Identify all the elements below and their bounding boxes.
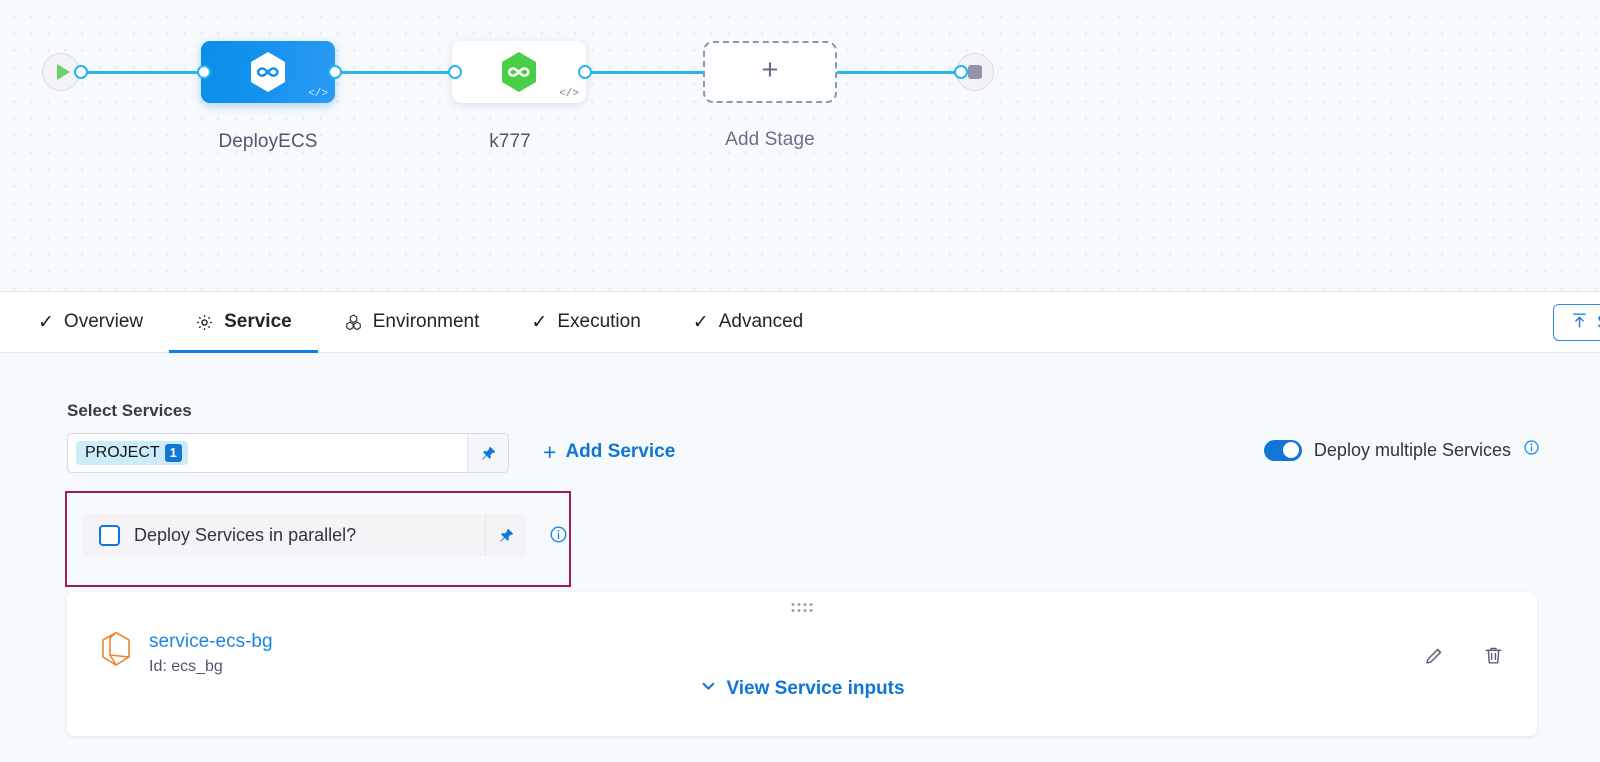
check-icon: ✓: [38, 311, 54, 333]
gear-icon: [195, 313, 214, 332]
chip-count-badge: 1: [164, 443, 182, 463]
chevron-down-icon: [699, 677, 717, 701]
service-identity: service-ecs-bg Id: ecs_bg: [99, 630, 273, 676]
service-card-actions: [1423, 644, 1505, 667]
service-id-text: Id: ecs_bg: [149, 657, 223, 675]
tab-environment[interactable]: Environment: [318, 292, 506, 352]
port-k777-in[interactable]: [448, 65, 462, 79]
pin-icon: [481, 446, 495, 460]
edge-addstage-to-end: [828, 71, 958, 74]
deploy-parallel-checkbox[interactable]: [99, 524, 120, 546]
trash-icon[interactable]: [1482, 644, 1505, 667]
tab-service[interactable]: Service: [169, 292, 318, 353]
edge-start-to-deployecs: [78, 71, 206, 74]
deploy-parallel-pin-button[interactable]: [485, 514, 526, 556]
port-k777-out[interactable]: [578, 65, 592, 79]
info-icon[interactable]: [549, 525, 568, 549]
info-icon[interactable]: [1523, 439, 1540, 461]
stage-node-deployecs[interactable]: </>: [201, 41, 335, 103]
add-service-button[interactable]: + Add Service: [543, 438, 676, 465]
view-service-inputs-button[interactable]: View Service inputs: [699, 677, 905, 701]
edge-deployecs-to-k777: [332, 71, 457, 74]
service-name-link[interactable]: service-ecs-bg: [149, 631, 273, 652]
plus-icon: +: [543, 438, 557, 465]
view-service-inputs-label: View Service inputs: [726, 678, 905, 699]
code-view-icon[interactable]: </>: [559, 88, 579, 100]
select-services-input[interactable]: PROJECT 1: [68, 434, 467, 472]
select-services-label: Select Services: [67, 401, 192, 420]
save-as-template-button[interactable]: S: [1552, 304, 1600, 341]
play-icon: [56, 64, 70, 80]
pipeline-start-node[interactable]: [42, 53, 80, 91]
tab-execution[interactable]: ✓ Execution: [505, 292, 666, 352]
selected-scope-chip[interactable]: PROJECT 1: [76, 440, 188, 466]
add-stage-button[interactable]: +: [703, 41, 837, 103]
hexagon-trio-icon: [344, 313, 363, 332]
port-start-out[interactable]: [74, 65, 88, 79]
service-cube-icon: [102, 631, 130, 666]
save-as-template-icon: [1570, 311, 1589, 335]
deploy-parallel-label: Deploy Services in parallel?: [134, 524, 357, 545]
tab-label: Service: [224, 311, 292, 332]
tab-label: Environment: [372, 311, 480, 332]
harness-hexagon-infinity-icon: [251, 52, 285, 92]
drag-handle-icon[interactable]: [791, 603, 813, 612]
deploy-parallel-highlight: Deploy Services in parallel?: [65, 491, 571, 587]
pencil-icon[interactable]: [1423, 644, 1446, 667]
service-card: service-ecs-bg Id: ecs_bg: [67, 592, 1537, 736]
deploy-multiple-services-row: Deploy multiple Services: [1263, 439, 1540, 461]
pin-icon: [499, 528, 513, 542]
tab-label: Execution: [557, 311, 641, 332]
harness-hexagon-infinity-icon: [502, 52, 536, 92]
deploy-multiple-services-toggle[interactable]: [1263, 439, 1302, 461]
deploy-parallel-row[interactable]: Deploy Services in parallel?: [83, 514, 526, 556]
code-view-icon[interactable]: </>: [308, 88, 328, 100]
service-tab-pane: Select Services PROJECT 1 + Add Service …: [0, 353, 1600, 762]
port-end-in[interactable]: [954, 65, 968, 79]
port-deployecs-in[interactable]: [197, 65, 211, 79]
stage-config-tabbar: ✓ Overview Service Environment ✓ Executi…: [0, 292, 1600, 353]
tab-advanced[interactable]: ✓ Advanced: [667, 292, 829, 352]
deploy-multiple-services-label: Deploy multiple Services: [1313, 439, 1511, 460]
plus-icon: +: [761, 54, 779, 86]
check-icon: ✓: [692, 311, 709, 333]
pipeline-canvas[interactable]: </> DeployECS </> k777 + Add Stage: [0, 0, 1600, 292]
port-deployecs-out[interactable]: [328, 65, 342, 79]
edge-k777-to-addstage: [582, 71, 710, 74]
save-as-template-label: S: [1597, 312, 1600, 333]
stage-node-k777[interactable]: </>: [452, 41, 586, 103]
add-service-label: Add Service: [565, 441, 676, 462]
stage-label-deployecs: DeployECS: [218, 131, 318, 152]
tab-label: Advanced: [718, 311, 804, 332]
tab-label: Overview: [63, 311, 144, 332]
select-services-multiselect[interactable]: PROJECT 1: [67, 433, 509, 473]
chip-label: PROJECT: [85, 444, 160, 461]
add-stage-label: Add Stage: [725, 129, 815, 150]
multiselect-pin-button[interactable]: [467, 434, 508, 472]
check-icon: ✓: [531, 311, 548, 333]
stop-icon: [968, 65, 982, 79]
tab-overview[interactable]: ✓ Overview: [0, 292, 169, 352]
stage-label-k777: k777: [489, 131, 531, 152]
